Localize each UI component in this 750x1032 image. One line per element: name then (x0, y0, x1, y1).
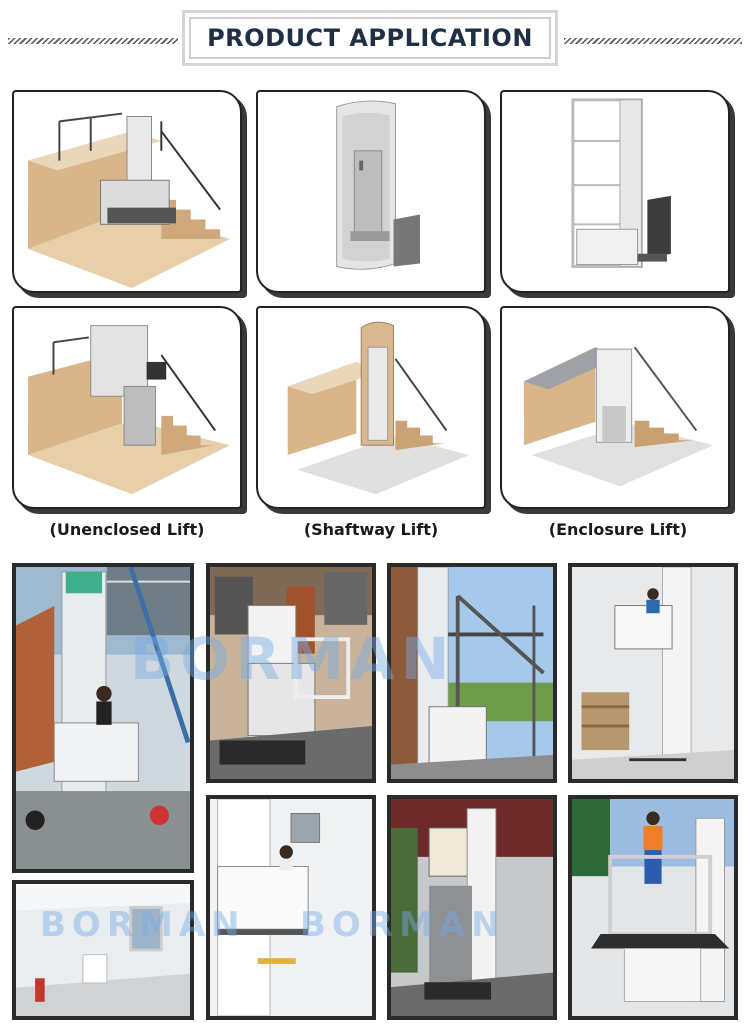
header-decor-right (564, 38, 742, 44)
page-title: PRODUCT APPLICATION (207, 24, 533, 52)
photo-lift-with-stairs (387, 563, 557, 783)
caption-enclosure-lift: (Enclosure Lift) (548, 520, 688, 539)
photo-outdoor-platform-with-man (568, 795, 738, 1020)
header-title-box: PRODUCT APPLICATION (182, 10, 558, 66)
caption-shaftway-lift: (Shaftway Lift) (303, 520, 439, 539)
photo-home-platform-lift (206, 563, 376, 783)
render-shaftway-lift-b (256, 306, 486, 509)
photo-indoor-room (12, 880, 194, 1020)
photo-outdoor-lift-with-man (12, 563, 194, 873)
render-enclosure-lift-b (500, 306, 730, 509)
photo-indoor-shaft-lift (387, 795, 557, 1020)
photo-raised-platform-lift (568, 563, 738, 783)
render-shaftway-lift-a (256, 90, 486, 293)
render-unenclosed-platform-a (12, 90, 242, 293)
caption-unenclosed-lift: (Unenclosed Lift) (49, 520, 205, 539)
header-decor-left (8, 38, 178, 44)
render-enclosure-tower-a (500, 90, 730, 293)
photo-white-facade-lift (206, 795, 376, 1020)
render-unenclosed-platform-b (12, 306, 242, 509)
